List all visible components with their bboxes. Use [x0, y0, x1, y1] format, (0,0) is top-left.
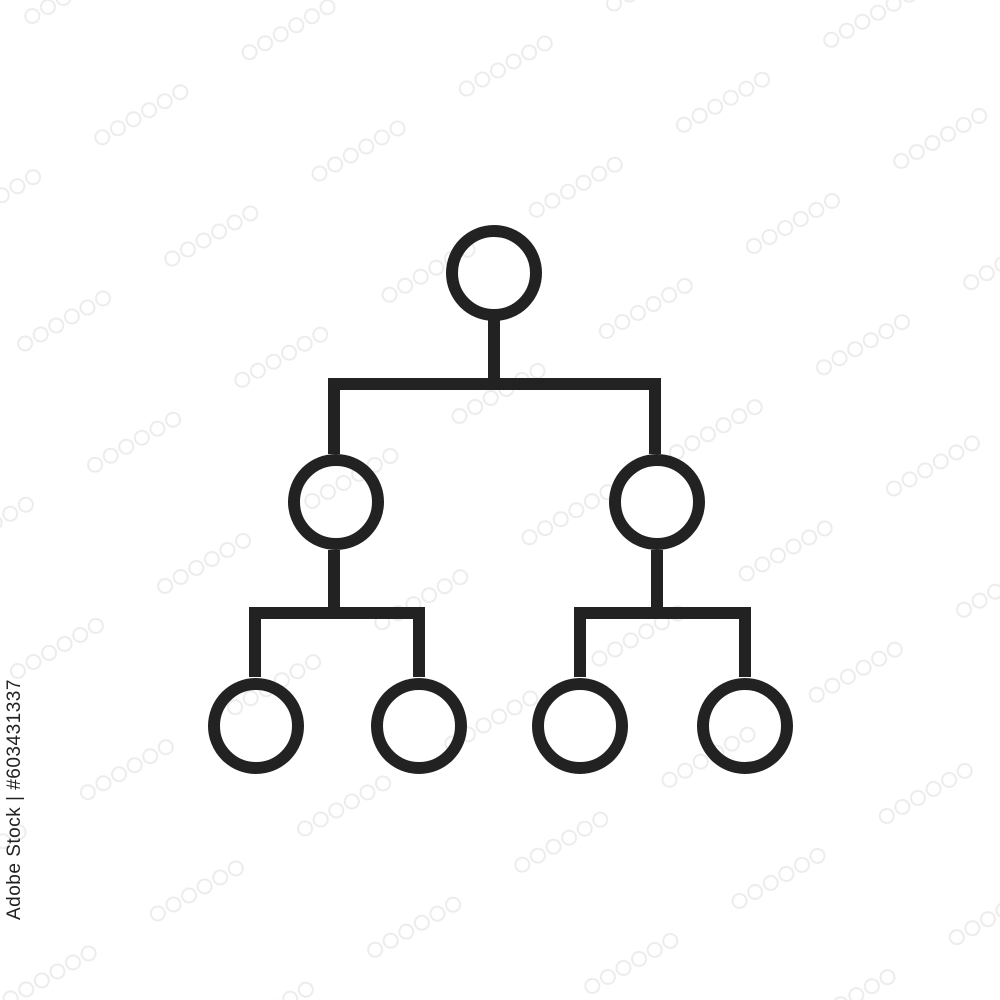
leaf-node-1	[208, 678, 304, 774]
leaf-node-4	[697, 678, 793, 774]
left-leaf-bus	[249, 607, 425, 677]
leaf-node-3	[532, 678, 628, 774]
level1-bus	[328, 378, 661, 454]
right-leaf-bus	[574, 607, 751, 677]
stock-id-label: Adobe Stock | #603431337	[4, 679, 25, 920]
root-node	[446, 225, 542, 321]
leaf-node-2	[371, 678, 467, 774]
mid-node-left	[288, 454, 384, 550]
mid-node-right	[609, 454, 705, 550]
